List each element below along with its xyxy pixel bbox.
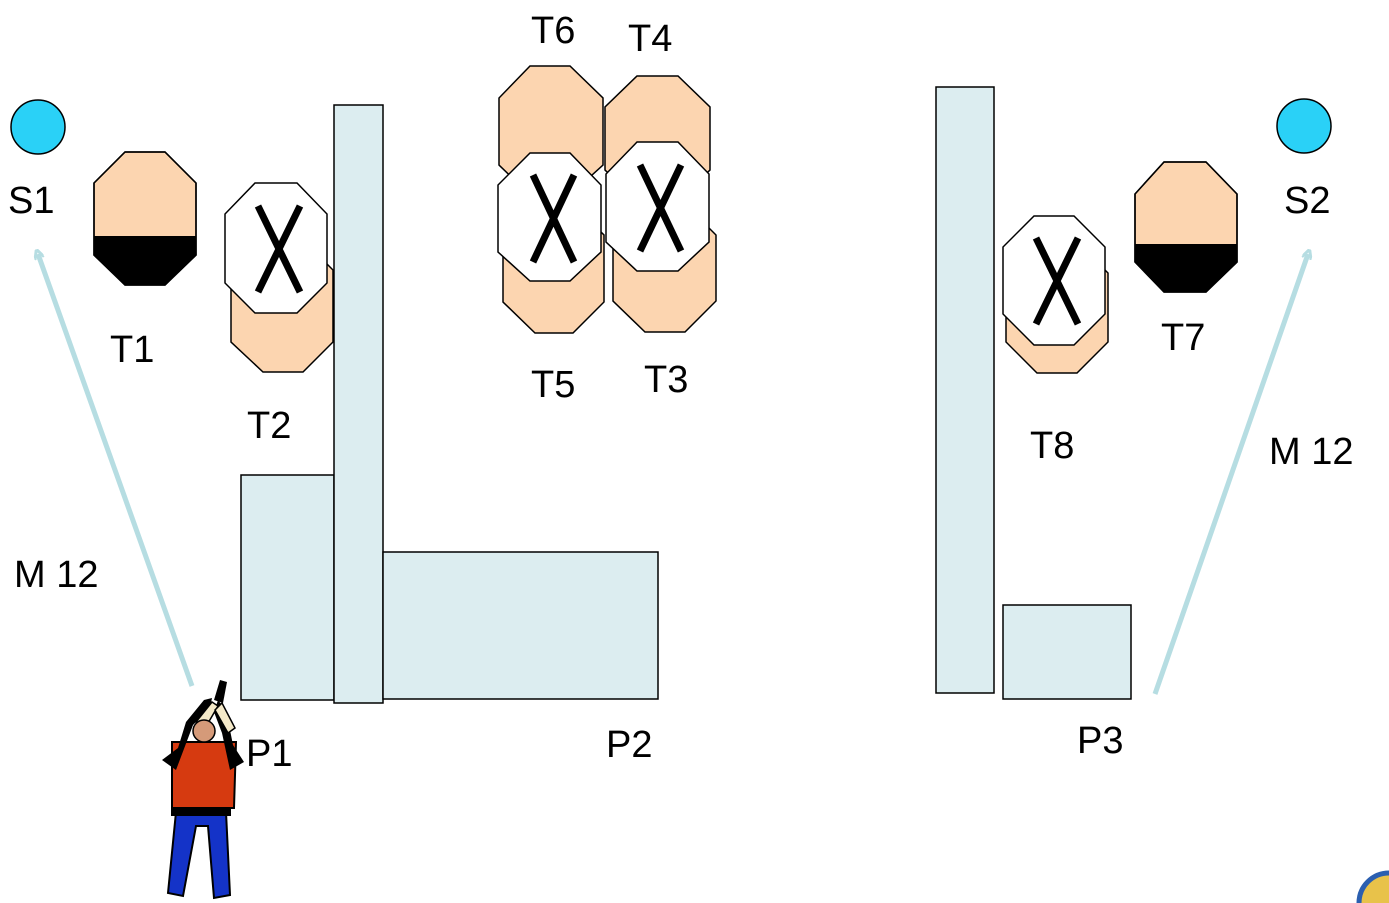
no-shoot-t2 bbox=[224, 182, 328, 314]
movement-arrow-left bbox=[38, 254, 195, 687]
steel-plate-s1 bbox=[10, 99, 66, 155]
no-shoot-center-right bbox=[605, 141, 710, 272]
wall-tall-center bbox=[333, 104, 384, 704]
wall-tall-right bbox=[935, 86, 995, 694]
label-t7: T7 bbox=[1161, 317, 1205, 359]
label-t8: T8 bbox=[1030, 425, 1074, 467]
wall-low-p3 bbox=[1002, 604, 1132, 700]
label-p1: P1 bbox=[246, 733, 292, 775]
no-shoot-t8 bbox=[1002, 215, 1106, 346]
label-p2: P2 bbox=[606, 724, 652, 766]
logo-fragment bbox=[1356, 870, 1389, 903]
label-p3: P3 bbox=[1077, 720, 1123, 762]
wall-left-short bbox=[240, 474, 335, 701]
wall-low-p2 bbox=[382, 551, 659, 700]
no-shoot-center-left bbox=[497, 152, 602, 282]
label-t2: T2 bbox=[247, 405, 291, 447]
label-t4: T4 bbox=[628, 18, 672, 60]
label-t3: T3 bbox=[644, 359, 688, 401]
movement-arrow-right bbox=[1152, 254, 1308, 695]
label-movement-right: M 12 bbox=[1269, 431, 1353, 473]
target-t1 bbox=[93, 151, 197, 286]
label-t5: T5 bbox=[531, 364, 575, 406]
shooter-icon bbox=[162, 680, 244, 900]
steel-plate-s2 bbox=[1276, 98, 1332, 154]
label-movement-left: M 12 bbox=[14, 554, 98, 596]
label-t1: T1 bbox=[110, 329, 154, 371]
target-t7 bbox=[1134, 161, 1238, 293]
label-s1: S1 bbox=[8, 180, 54, 222]
label-s2: S2 bbox=[1284, 180, 1330, 222]
label-t6: T6 bbox=[531, 10, 575, 52]
